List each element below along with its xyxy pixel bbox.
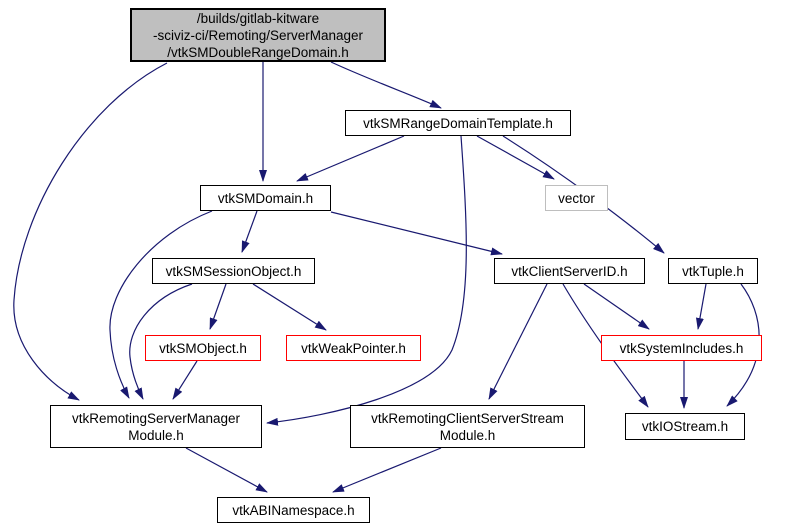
node-label: vtkABINamespace.h bbox=[232, 502, 355, 518]
edge-clientserverstreammodule-to-abinamespace bbox=[332, 447, 442, 493]
node-vtksmobject[interactable]: vtkSMObject.h bbox=[145, 335, 261, 361]
node-label: vtkSystemIncludes.h bbox=[619, 340, 744, 356]
edge-clientserverid-to-systemincludes bbox=[583, 283, 650, 330]
node-vtksmdoublerangedomain-root: /builds/gitlab-kitware -sciviz-ci/Remoti… bbox=[130, 8, 386, 62]
edge-rangetemplate-to-smdomain bbox=[296, 135, 405, 182]
node-vtktuple[interactable]: vtkTuple.h bbox=[668, 258, 758, 284]
node-vtkabinamespace[interactable]: vtkABINamespace.h bbox=[217, 497, 370, 523]
edge-tuple-to-systemincludes bbox=[695, 283, 707, 330]
node-label: vtkSMDomain.h bbox=[217, 190, 314, 206]
node-label: vtkSMRangeDomainTemplate.h bbox=[363, 115, 553, 131]
edge-smdomain-to-smsessionobject bbox=[241, 210, 258, 253]
node-label: vtkRemotingClientServerStream Module.h bbox=[371, 410, 564, 443]
node-label: vector bbox=[558, 190, 595, 206]
node-vtkiostream[interactable]: vtkIOStream.h bbox=[625, 413, 745, 440]
edge-smsessionobject-to-weakpointer bbox=[252, 283, 327, 331]
edge-smdomain-to-servermanagermodule bbox=[109, 210, 213, 399]
edge-smsessionobject-to-smobject bbox=[209, 283, 227, 330]
edge-root-to-servermanagermodule bbox=[13, 62, 168, 401]
node-label: vtkIOStream.h bbox=[641, 419, 729, 434]
edge-rangetemplate-to-servermanagermodule bbox=[266, 135, 467, 426]
edge-root-to-rangetemplate bbox=[330, 61, 442, 109]
node-label: vtkWeakPointer.h bbox=[301, 340, 406, 356]
node-vtkweakpointer[interactable]: vtkWeakPointer.h bbox=[286, 335, 421, 361]
node-vtksmsessionobject[interactable]: vtkSMSessionObject.h bbox=[152, 258, 315, 284]
node-label: vtkSMObject.h bbox=[159, 340, 247, 356]
node-vtkremotingservermanagermodule[interactable]: vtkRemotingServerManager Module.h bbox=[50, 405, 262, 448]
edge-smdomain-to-clientserverid bbox=[330, 211, 503, 256]
node-label: vtkTuple.h bbox=[682, 263, 744, 279]
edge-servermanagermodule-to-abinamespace bbox=[185, 447, 268, 493]
edge-rangetemplate-to-vector bbox=[476, 135, 555, 180]
node-vtkremotingclientserverstreammodule[interactable]: vtkRemotingClientServerStream Module.h bbox=[350, 405, 585, 448]
node-label: vtkSMSessionObject.h bbox=[165, 263, 302, 279]
node-vtksmrangedomaintemplate[interactable]: vtkSMRangeDomainTemplate.h bbox=[345, 110, 571, 136]
node-vtksmdomain[interactable]: vtkSMDomain.h bbox=[200, 185, 331, 211]
node-vtkclientserverid[interactable]: vtkClientServerID.h bbox=[494, 258, 645, 284]
node-label: vtkClientServerID.h bbox=[511, 263, 628, 279]
edge-clientserverid-to-clientserverstreammodule bbox=[488, 283, 548, 400]
node-label: /builds/gitlab-kitware -sciviz-ci/Remoti… bbox=[152, 10, 364, 60]
node-vtksystemincludes[interactable]: vtkSystemIncludes.h bbox=[601, 335, 762, 361]
edge-smsessionobject-to-servermanagermodule bbox=[129, 283, 193, 400]
edge-smobject-to-servermanagermodule bbox=[172, 360, 198, 400]
node-vector: vector bbox=[545, 185, 608, 211]
node-label: vtkRemotingServerManager Module.h bbox=[71, 410, 241, 443]
